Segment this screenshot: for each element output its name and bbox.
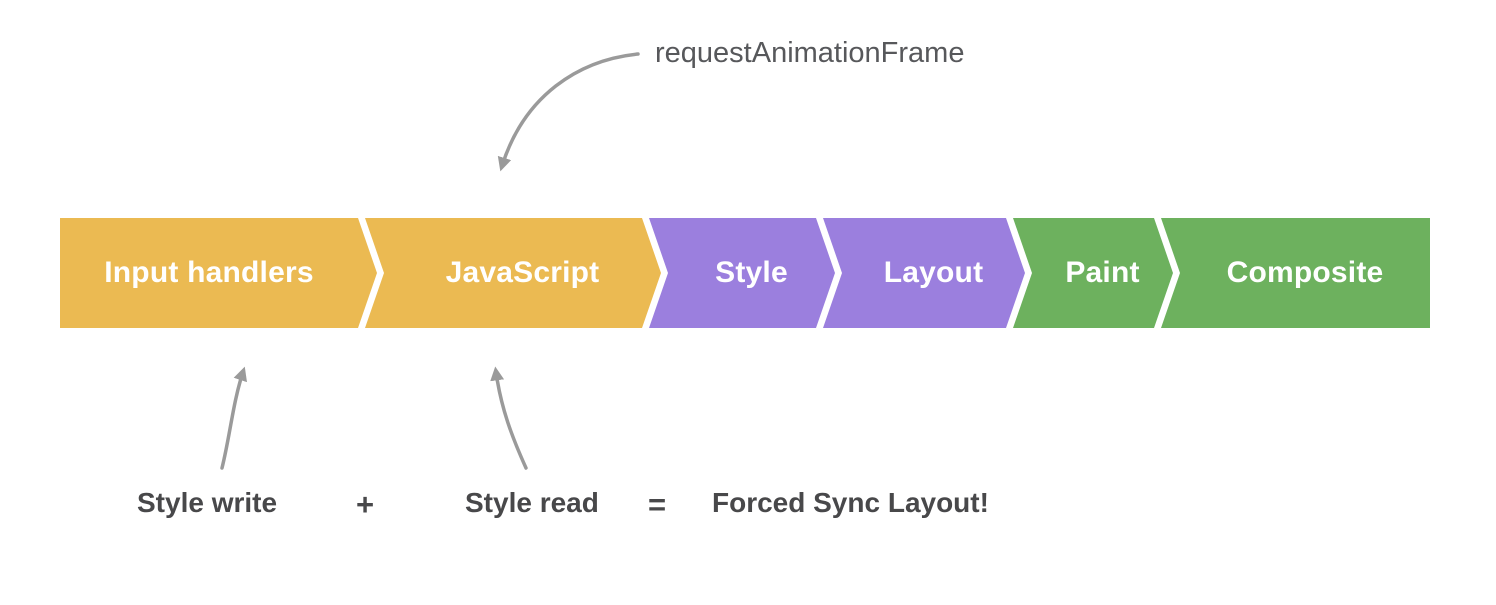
pipeline-segment-layout: Layout [823,218,1025,328]
raf-curved-arrow-icon [497,52,640,172]
pipeline-segment-paint: Paint [1013,218,1173,328]
plus-sign: + [356,487,375,522]
segment-label: Layout [883,256,984,289]
segment-label: Style [715,256,788,289]
segment-label: JavaScript [445,256,600,289]
style-write-arrow-icon [220,366,247,470]
segment-label: Input handlers [104,256,314,289]
pipeline-segment-style: Style [649,218,835,328]
equals-sign: = [648,487,667,522]
style-write-label: Style write [137,487,278,518]
style-read-arrow-icon [490,366,528,470]
raf-annotation-label: requestAnimationFrame [655,37,965,69]
forced-sync-layout-label: Forced Sync Layout! [712,487,989,518]
pipeline-segment-composite: Composite [1161,218,1430,328]
style-read-label: Style read [465,487,599,518]
pipeline-segment-input-handlers: Input handlers [60,218,377,328]
segment-label: Composite [1226,256,1384,289]
pipeline-segment-javascript: JavaScript [365,218,661,328]
segment-label: Paint [1065,256,1140,289]
